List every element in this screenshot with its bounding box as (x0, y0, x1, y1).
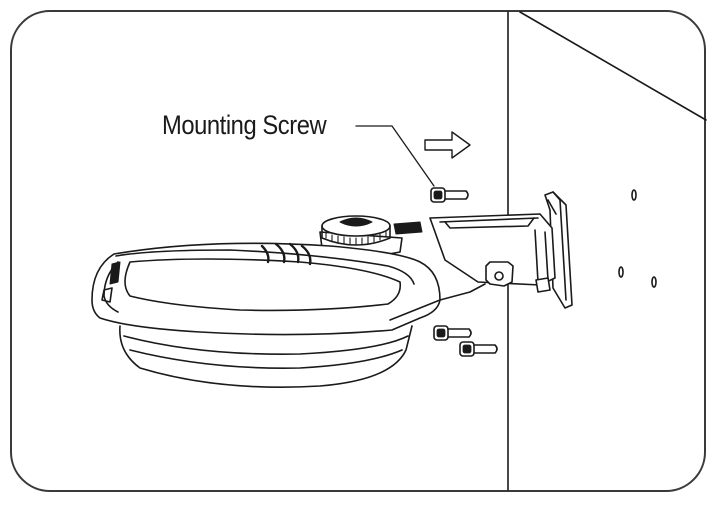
mounting-screw-top (430, 187, 469, 203)
mounting-screw-lower-1 (433, 325, 472, 341)
callout-leader-line (355, 125, 435, 187)
mounting-screw-label: Mounting Screw (162, 110, 327, 140)
light-fixture (91, 242, 486, 388)
direction-arrow-icon (424, 131, 471, 159)
mounting-screw-lower-2 (459, 341, 498, 357)
wall-bracket (429, 191, 573, 309)
